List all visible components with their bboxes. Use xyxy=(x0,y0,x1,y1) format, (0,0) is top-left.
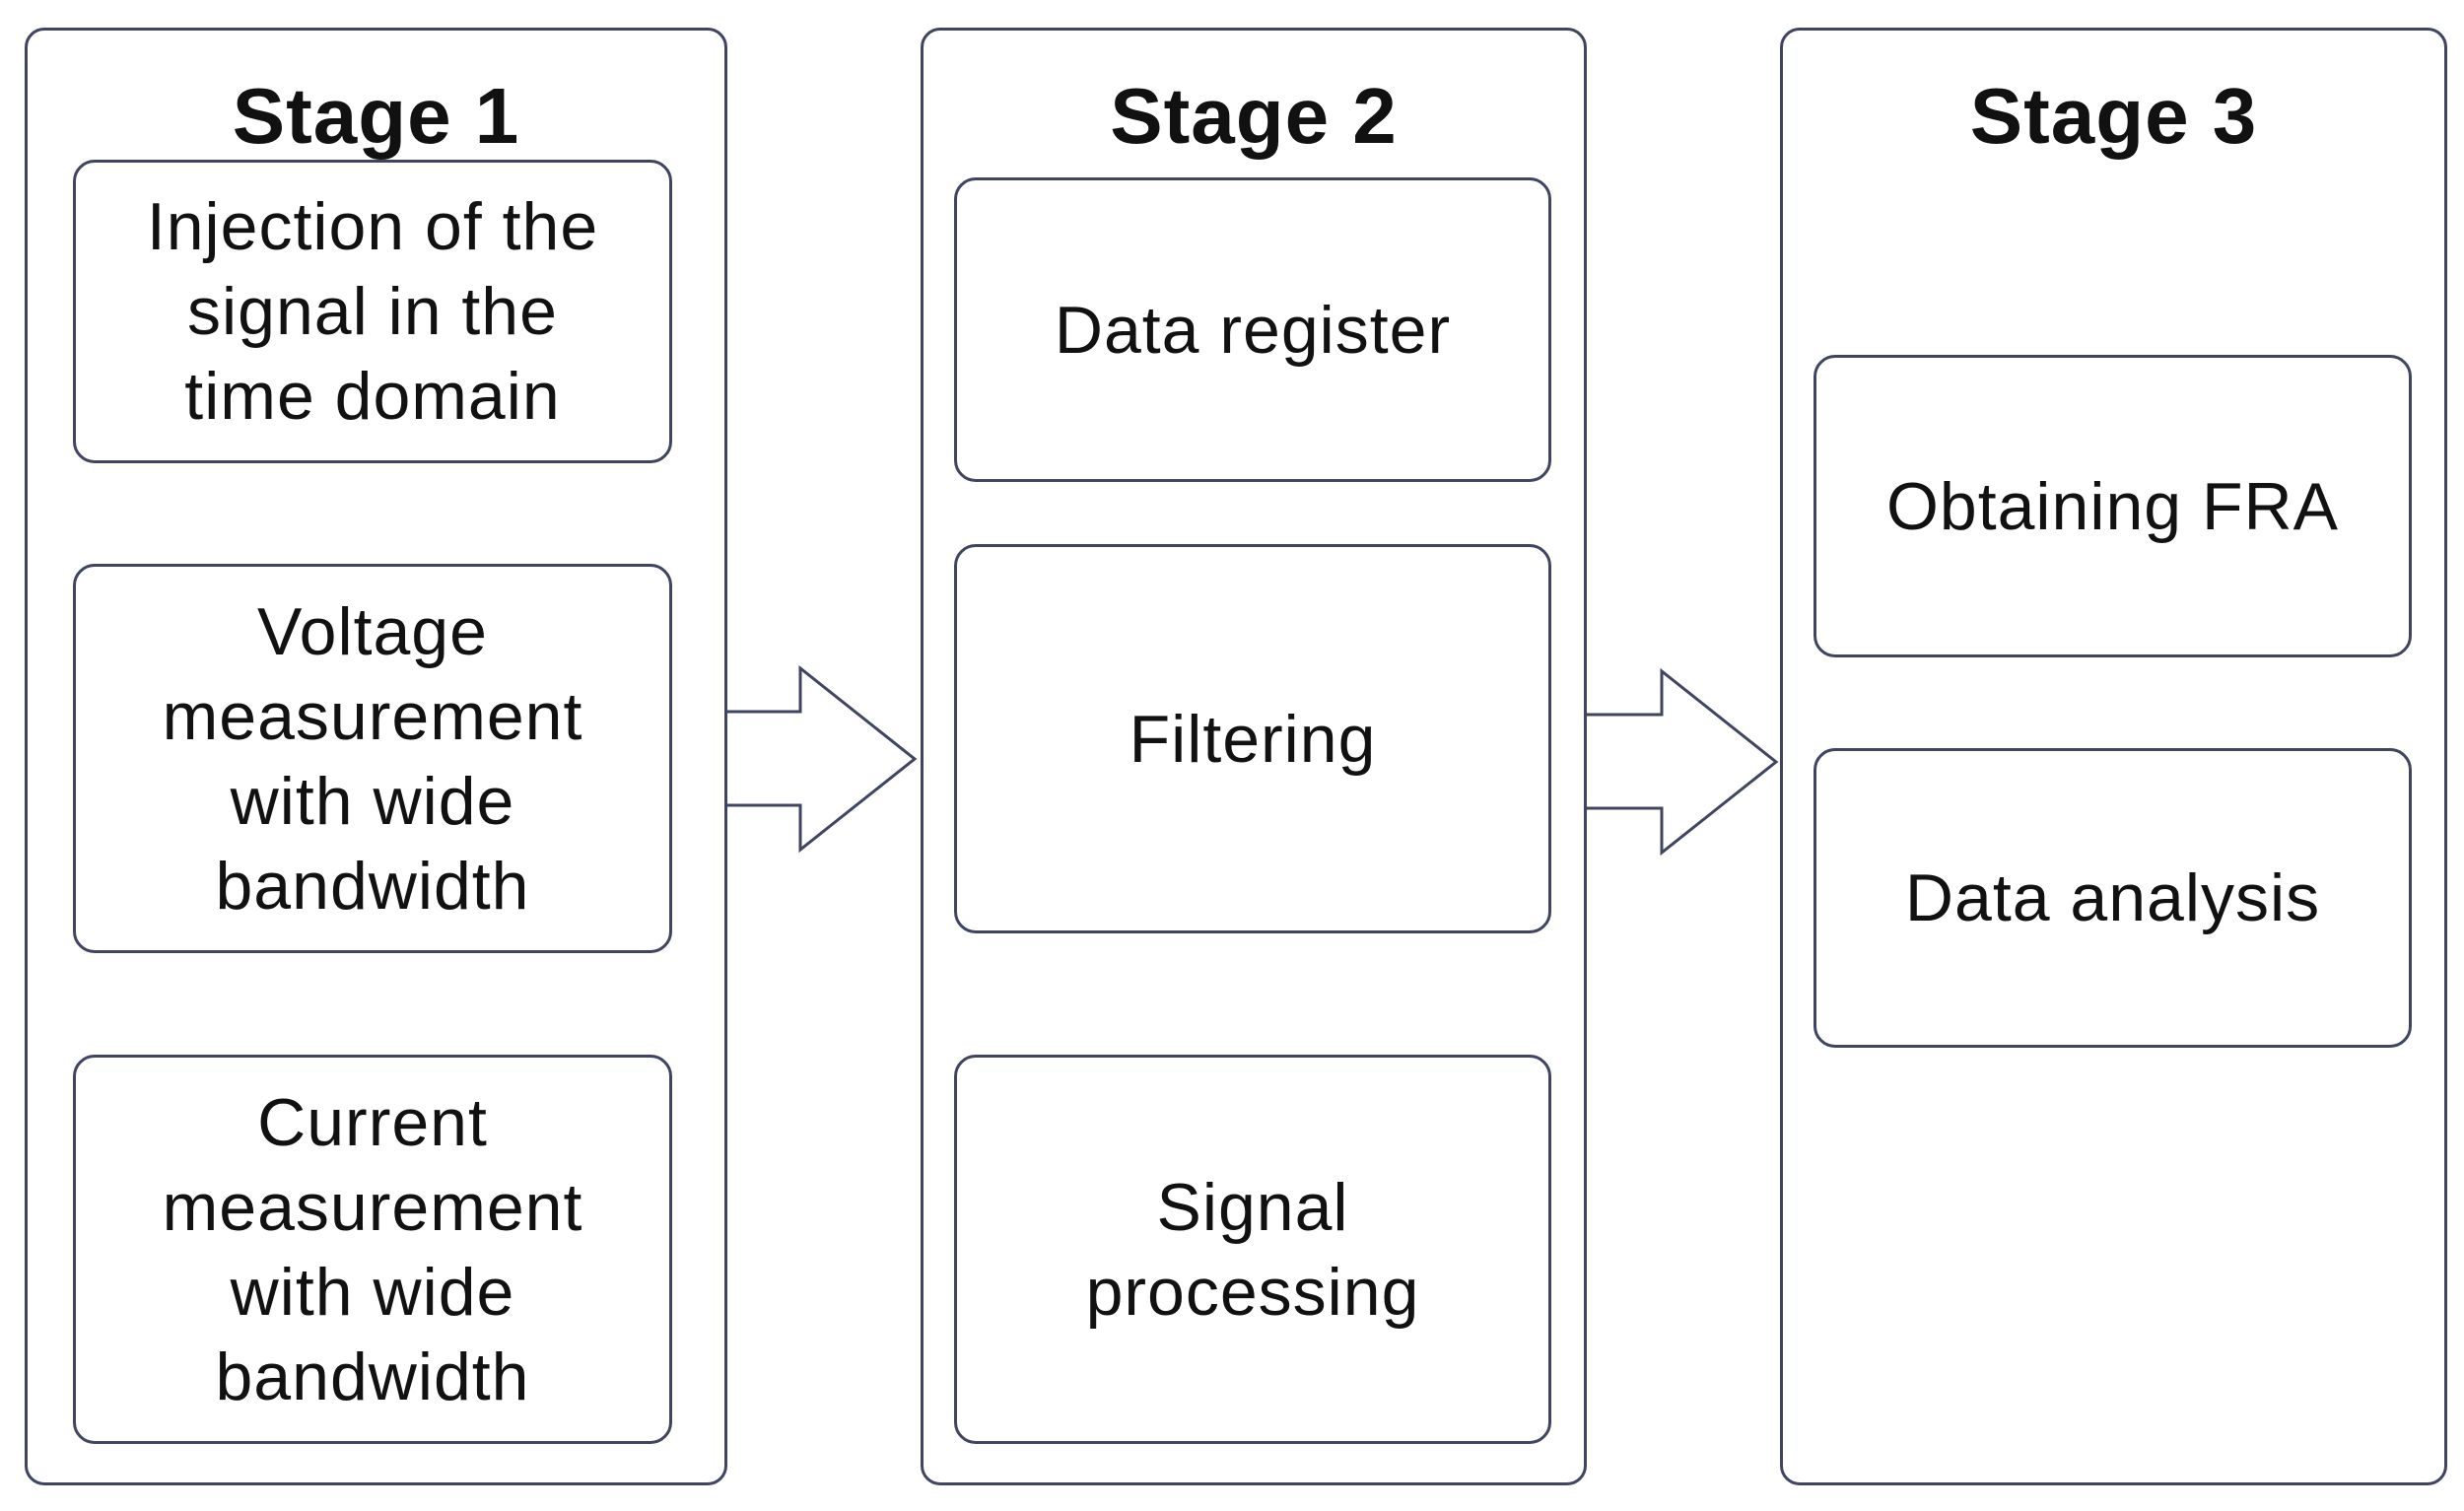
stage-3-title: Stage 3 xyxy=(1969,72,2258,160)
step-label: Obtaining FRA xyxy=(1886,468,2339,544)
step-label: Data register xyxy=(1054,292,1452,368)
stage-3-step-obtaining-fra: Obtaining FRA xyxy=(1814,355,2412,657)
step-label: Filtering xyxy=(1129,701,1377,777)
stage-1-step-voltage-measurement: Voltage measurement with wide bandwidth xyxy=(73,564,672,953)
stage-2-title: Stage 2 xyxy=(1110,72,1398,160)
step-label: Data analysis xyxy=(1904,860,2321,935)
stage-1-step-current-measurement: Current measurement with wide bandwidth xyxy=(73,1055,672,1444)
stage-2-step-data-register: Data register xyxy=(954,177,1551,482)
step-label: Current measurement with wide bandwidth xyxy=(162,1084,583,1414)
stage-3-step-data-analysis: Data analysis xyxy=(1814,748,2412,1048)
stage-transition-arrow-1 xyxy=(727,664,918,854)
step-label: Injection of the signal in the time doma… xyxy=(146,189,599,434)
stage-1-title: Stage 1 xyxy=(232,72,520,160)
step-label: Voltage measurement with wide bandwidth xyxy=(162,593,583,924)
step-label: Signal processing xyxy=(1085,1169,1420,1330)
stage-2-step-filtering: Filtering xyxy=(954,544,1551,933)
stage-transition-arrow-2 xyxy=(1587,667,1779,857)
stage-2-step-signal-processing: Signal processing xyxy=(954,1055,1551,1444)
stage-1-step-signal-injection: Injection of the signal in the time doma… xyxy=(73,160,672,463)
